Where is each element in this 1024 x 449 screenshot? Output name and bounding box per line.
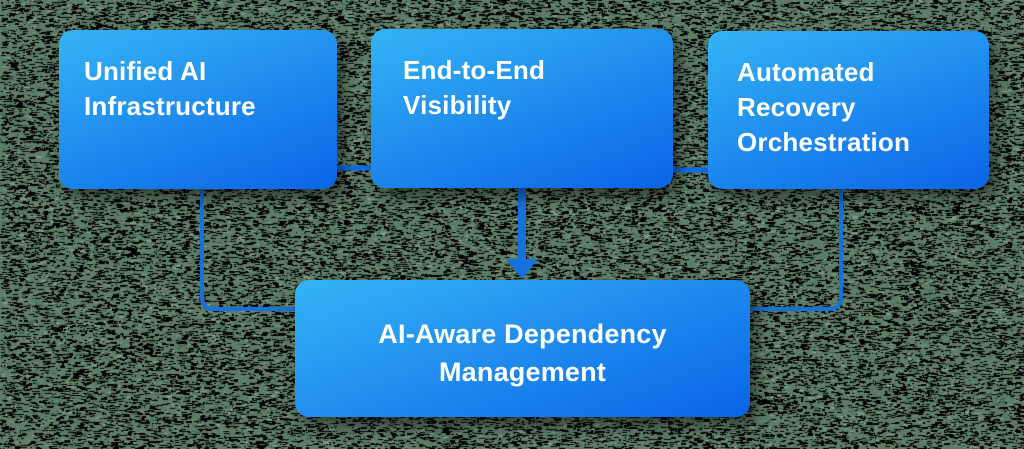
node-end-to-end-visibility: End-to-End Visibility bbox=[371, 29, 673, 188]
node-label: Automated Recovery Orchestration bbox=[737, 55, 977, 160]
node-label: Unified AI Infrastructure bbox=[84, 54, 325, 124]
node-label: AI-Aware Dependency Management bbox=[378, 315, 666, 391]
arrow-down-icon bbox=[506, 259, 538, 279]
node-label: End-to-End Visibility bbox=[403, 53, 661, 123]
node-ai-aware-dependency-management: AI-Aware Dependency Management bbox=[295, 280, 750, 417]
node-unified-ai-infrastructure: Unified AI Infrastructure bbox=[59, 30, 337, 189]
node-automated-recovery-orchestration: Automated Recovery Orchestration bbox=[708, 31, 989, 189]
connector-automated-to-dependency bbox=[750, 188, 841, 309]
connector-unified-to-dependency bbox=[202, 189, 295, 309]
